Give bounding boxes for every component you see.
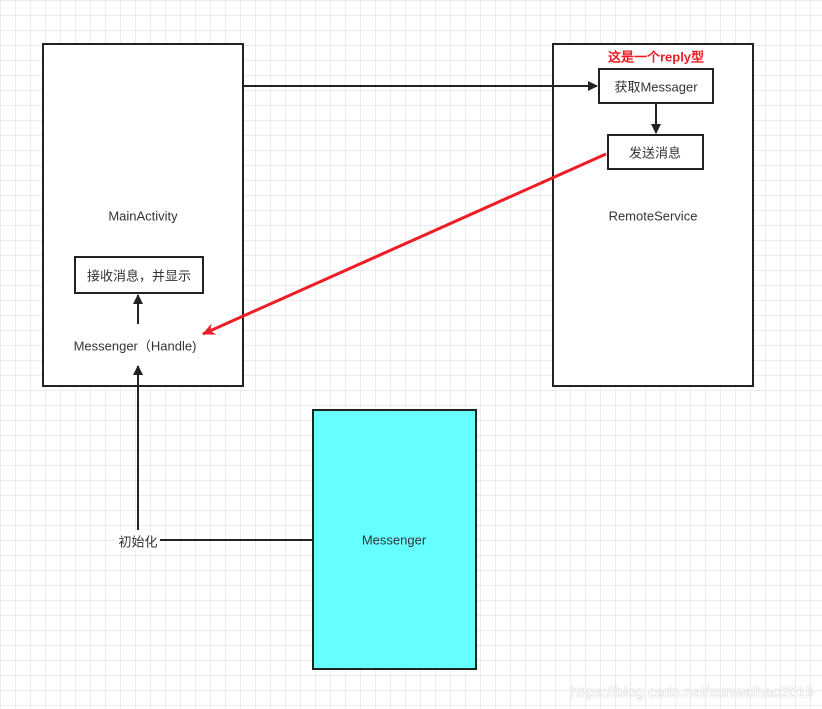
send-box[interactable] xyxy=(607,134,704,170)
messenger-handle-label: Messenger（Handle) xyxy=(73,338,197,354)
receive-box[interactable] xyxy=(74,256,204,294)
red-reply-arrow xyxy=(202,152,607,336)
get-messenger-label: 获取Messager xyxy=(614,79,698,95)
receive-label: 接收消息，并显示 xyxy=(86,268,192,284)
reply-note: 这是一个reply型 xyxy=(607,49,705,65)
messenger-box[interactable] xyxy=(312,409,477,670)
messenger-label: Messenger xyxy=(361,532,427,548)
watermark: https://blog.csdn.net/sunweihao2019 xyxy=(570,684,814,701)
init-label: 初始化 xyxy=(116,531,160,551)
main-activity-label: MainActivity xyxy=(108,208,178,224)
remote-service-label: RemoteService xyxy=(608,208,698,224)
get-messenger-box[interactable] xyxy=(598,68,714,104)
send-label: 发送消息 xyxy=(628,145,682,161)
